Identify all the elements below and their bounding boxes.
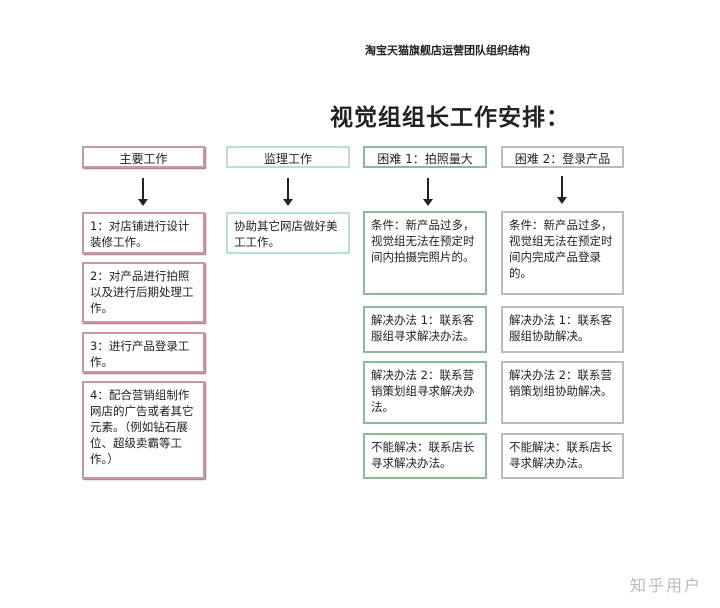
header-difficulty-1: 困难 1：拍照量大 [363, 146, 487, 168]
arrow-down-icon [423, 178, 433, 206]
difficulty-2-solution-1: 解决办法 1：联系客服组协助解决。 [501, 306, 624, 353]
main-work-item: 3：进行产品登录工作。 [82, 332, 205, 373]
watermark: 知乎用户 [629, 576, 702, 595]
difficulty-1-escalation: 不能解决：联系店长寻求解决办法。 [363, 433, 487, 479]
difficulty-1-solution-1: 解决办法 1：联系客服组寻求解决办法。 [363, 306, 487, 353]
difficulty-2-solution-2: 解决办法 2：联系营销策划组协助解决。 [501, 361, 624, 424]
main-work-item: 1：对店铺进行设计装修工作。 [82, 212, 205, 254]
header-main-work: 主要工作 [82, 146, 205, 168]
difficulty-1-condition: 条件：新产品过多，视觉组无法在预定时间内拍摄完照片的。 [363, 211, 487, 295]
difficulty-1-solution-2: 解决办法 2：联系营销策划组寻求解决办法。 [363, 361, 487, 424]
page-title: 淘宝天猫旗舰店运营团队组织结构 [365, 44, 530, 57]
arrow-down-icon [557, 176, 567, 204]
difficulty-2-condition: 条件：新产品过多，视觉组无法在预定时间内完成产品登录的。 [501, 211, 624, 295]
header-difficulty-2: 困难 2：登录产品 [501, 146, 624, 168]
supervision-item: 协助其它网店做好美工工作。 [226, 212, 350, 254]
header-supervision: 监理工作 [226, 146, 350, 168]
main-work-item: 4：配合营销组制作网店的广告或者其它元素。（例如钻石展位、超级卖霸等工作。） [82, 381, 205, 479]
arrow-down-icon [283, 178, 293, 206]
arrow-down-icon [138, 178, 148, 206]
main-work-item: 2：对产品进行拍照以及进行后期处理工作。 [82, 262, 205, 323]
heading: 视觉组组长工作安排： [330, 104, 570, 131]
difficulty-2-escalation: 不能解决：联系店长寻求解决办法。 [501, 433, 624, 479]
